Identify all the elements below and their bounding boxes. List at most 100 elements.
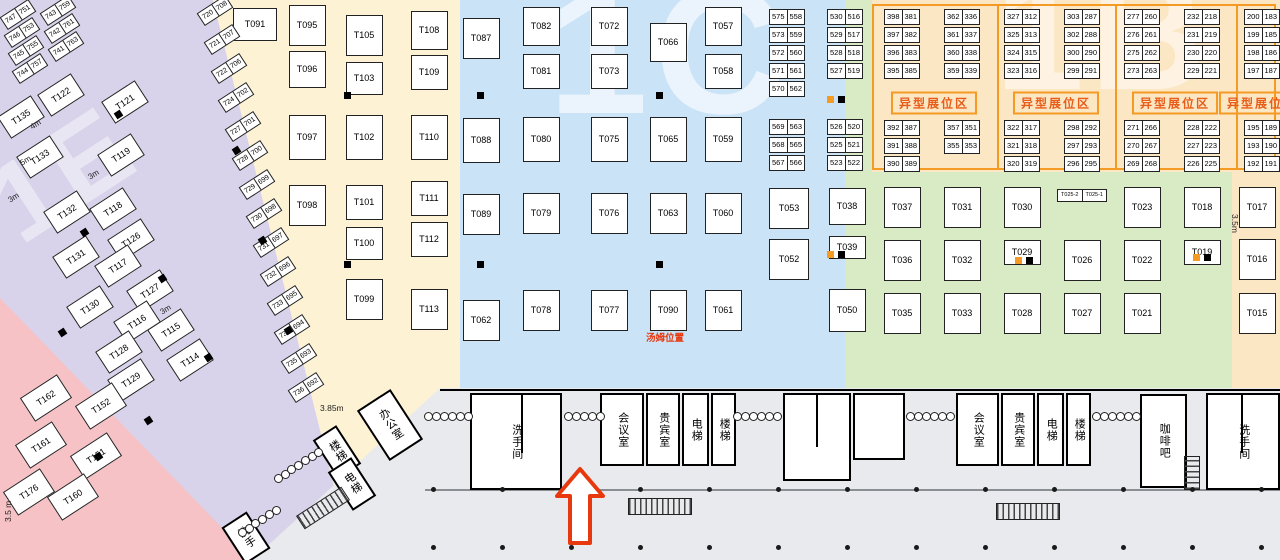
pillar-orange (827, 251, 834, 258)
booth-number: 268 (1141, 157, 1160, 171)
booth-T036: T036 (883, 239, 921, 281)
column-dot (983, 487, 988, 492)
stairs (996, 503, 1060, 520)
booth-T052: T052 (769, 238, 809, 280)
booth-T109: T109 (410, 54, 448, 90)
booth-T032: T032 (943, 239, 981, 281)
column-dot (707, 545, 712, 550)
booth-number: 337 (961, 28, 980, 42)
special-area-label: 异型展位区 (1218, 91, 1280, 115)
booth-number: 526 (829, 122, 843, 132)
stairs (628, 498, 692, 515)
booth-number: 295 (1081, 157, 1100, 171)
booth-number: 572 (771, 48, 785, 58)
booth-number: 565 (786, 138, 805, 152)
booth-number: 313 (1021, 28, 1040, 42)
booth-T039: T039 (828, 235, 866, 259)
booth-number: 191 (1261, 157, 1280, 171)
booth-T081: T081 (522, 53, 560, 89)
booth-T077: T077 (590, 289, 628, 331)
partition-circle (314, 447, 324, 457)
booth-number: 388 (901, 139, 920, 153)
column-dot (914, 487, 919, 492)
booth-T095: T095 (288, 4, 326, 46)
booth-number: 353 (961, 139, 980, 153)
dimension-label: 3.85m (320, 403, 344, 413)
booth-T073: T073 (590, 53, 628, 89)
booth-number: 186 (1261, 46, 1280, 60)
booth-T103: T103 (345, 61, 383, 95)
tom-location-marker: 汤姆位置 (646, 333, 685, 344)
booth-number: 302 (1066, 30, 1080, 40)
booth-number: 266 (1141, 121, 1160, 135)
booth-number: 183 (1261, 10, 1280, 24)
column-dot (845, 545, 850, 550)
booth-T031: T031 (943, 186, 981, 228)
column-dot (431, 545, 436, 550)
booth-T098: T098 (288, 184, 326, 226)
booth-number: 562 (786, 82, 805, 96)
booth-number: 570 (771, 84, 785, 94)
booth-T111: T111 (410, 180, 448, 216)
booth-number: 321 (1006, 141, 1020, 151)
facility-会议室: 会议室 (956, 393, 999, 466)
facility-楼梯: 楼梯 (1066, 393, 1091, 466)
column-dot (914, 545, 919, 550)
booth-number: 296 (1066, 159, 1080, 169)
booth-number: 219 (1201, 28, 1220, 42)
booth-T066: T066 (649, 22, 687, 62)
booth-number: 523 (829, 158, 843, 168)
booth-number: 397 (886, 30, 900, 40)
booth-number: 312 (1021, 10, 1040, 24)
booth-number: 303 (1066, 12, 1080, 22)
pillar (838, 251, 845, 258)
booth-number: 269 (1126, 159, 1140, 169)
booth-number: 560 (786, 46, 805, 60)
facility-label: 咖啡吧 (1158, 423, 1171, 459)
partition-circle (596, 412, 605, 421)
booth-number: 190 (1261, 139, 1280, 153)
booth-number: 288 (1081, 28, 1100, 42)
booth-number: 361 (946, 30, 960, 40)
booth-number: 322 (1006, 123, 1020, 133)
dimension-label: 3.5 m (3, 500, 13, 522)
pillar (477, 92, 484, 99)
stairs (1184, 456, 1200, 490)
booth-T075: T075 (590, 116, 628, 162)
booth-number: 187 (1261, 64, 1280, 78)
facility-洗手间: 洗手间 (1206, 393, 1280, 490)
column-dot (776, 545, 781, 550)
booth-T082: T082 (522, 6, 560, 46)
facility-贵宾室: 贵宾室 (646, 393, 680, 466)
booth-number: 391 (886, 141, 900, 151)
wall (521, 395, 523, 453)
booth-number: 325 (1006, 30, 1020, 40)
facility-label: 会议室 (616, 411, 629, 448)
special-area-label: 异型展位区 (1012, 91, 1100, 115)
column-dot (1052, 545, 1057, 550)
column-dot (431, 487, 436, 492)
column-dot (1121, 545, 1126, 550)
booth-number: 317 (1021, 121, 1040, 135)
partition-circle (280, 469, 290, 479)
facility-label: 办公室 (375, 406, 406, 443)
booth-number: 573 (771, 30, 785, 40)
booth-number: 571 (771, 66, 785, 76)
booth-T030: T030 (1003, 186, 1041, 228)
